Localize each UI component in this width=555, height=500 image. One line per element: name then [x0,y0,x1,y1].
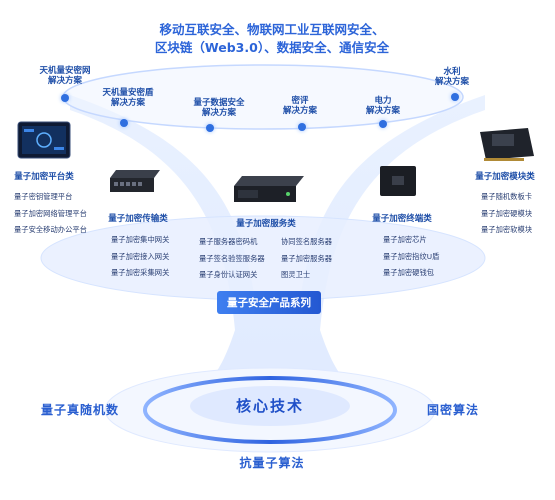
module-device-icon [480,128,534,161]
list-item: 量子随机数板卡 [481,192,533,201]
list-item: 量子密钥管理平台 [14,192,73,201]
solution-dot-4 [298,123,306,131]
solution-power: 电力 解决方案 [365,96,401,116]
tech-national-crypto: 国密算法 [426,403,480,417]
list-item: 量子加密硬钱包 [383,268,435,277]
solution-dot-5 [379,120,387,128]
list-item: 量子签名验签服务器 [199,253,265,263]
list-item: 量子加密集中网关 [111,235,170,244]
solution-tianji-net: 天机量安密网 解决方案 [39,66,91,86]
solution-dot-6 [451,93,459,101]
tech-quantum-random: 量子真随机数 [40,403,120,417]
transport-device-icon [110,170,160,192]
header-title-line-1: 移动互联安全、物联网工业互联网安全、 [159,22,385,37]
category-platform-list: 量子密钥管理平台 量子加密网络管理平台 量子安全移动办公平台 [14,189,87,239]
service-device-icon [234,176,304,202]
category-platform-title: 量子加密平台类 [14,172,74,182]
list-item: 量子服务器密码机 [199,237,258,246]
list-item: 量子加密接入网关 [111,251,170,261]
list-item: 量子加密硬模块 [481,208,533,218]
solution-data-security: 量子数据安全 解决方案 [193,98,245,118]
list-item: 量子身份认证网关 [199,270,258,279]
list-item: 量子安全移动办公平台 [14,225,87,234]
header-title-line-2: 区块链（Web3.0）、数据安全、通信安全 [154,40,390,55]
solution-dot-1 [61,94,69,102]
list-item: 量子加密软模块 [481,225,533,234]
list-item: 量子加密网络管理平台 [14,208,87,218]
category-transport-title: 量子加密传输类 [108,214,168,224]
core-ring [143,376,397,444]
core-technology-title: 核心技术 [235,397,305,415]
solution-dot-3 [206,124,214,132]
category-service-list-left: 量子服务器密码机 量子签名验签服务器 量子身份认证网关 [199,234,265,284]
solution-cipher-eval: 密评 解决方案 [282,96,318,116]
category-module-title: 量子加密模块类 [475,172,535,182]
list-item: 量子加密采集网关 [111,268,170,277]
core-inner [190,386,350,426]
category-transport-list: 量子加密集中网关 量子加密接入网关 量子加密采集网关 [111,232,169,282]
list-item: 图灵卫士 [281,270,311,279]
category-terminal-list: 量子加密芯片 量子加密指纹U盾 量子加密硬钱包 [383,232,439,282]
category-terminal-title: 量子加密终端类 [372,214,432,224]
category-service-title: 量子加密服务类 [236,219,296,229]
platform-device-icon [17,121,71,159]
list-item: 协同签名服务器 [281,237,333,246]
category-module-list: 量子随机数板卡 量子加密硬模块 量子加密软模块 [481,189,532,239]
solution-tianji-shield: 天机量安密盾 解决方案 [102,88,154,108]
list-item: 量子加密芯片 [383,235,427,244]
list-item: 量子加密指纹U盾 [383,251,440,261]
solution-water: 水利 解决方案 [434,67,470,87]
terminal-device-icon [380,166,416,196]
product-series-label: 量子安全产品系列 [217,291,321,314]
list-item: 量子加密服务器 [281,253,333,263]
solution-dot-2 [120,119,128,127]
category-service-list-right: 协同签名服务器 量子加密服务器 图灵卫士 [281,234,332,284]
tech-post-quantum: 抗量子算法 [239,456,305,470]
